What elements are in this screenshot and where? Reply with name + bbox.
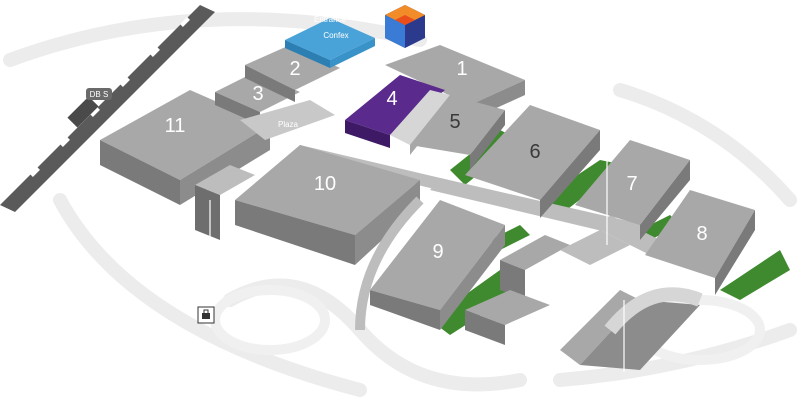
railway xyxy=(0,5,215,212)
location-pins xyxy=(209,125,625,372)
connector-building xyxy=(195,165,255,240)
hall-label-11: 11 xyxy=(165,115,186,137)
hall-4[interactable]: 4 xyxy=(345,75,445,148)
curved-walkway xyxy=(604,287,703,335)
entrance-confex-building[interactable]: Entrance Confex xyxy=(285,15,375,68)
hall-label-6: 6 xyxy=(529,141,540,163)
hall-6[interactable]: 6 xyxy=(465,105,600,218)
hall-label-4: 4 xyxy=(386,88,397,110)
hall-3[interactable]: 3 xyxy=(215,72,300,125)
hall-label-3: 3 xyxy=(252,83,263,105)
svg-text:DB S: DB S xyxy=(90,90,109,99)
hall-label-1: 1 xyxy=(456,58,467,80)
hall-label-9: 9 xyxy=(432,241,443,263)
hall-label-7: 7 xyxy=(626,173,637,195)
train-station-platform xyxy=(67,96,99,128)
hall-8[interactable]: 8 xyxy=(645,190,755,295)
access-ramp xyxy=(355,196,424,331)
hall-7[interactable]: 7 xyxy=(575,140,690,240)
southern-buildings xyxy=(465,230,700,370)
hall-10[interactable]: 10 xyxy=(235,145,420,265)
plaza-label: Plaza xyxy=(278,120,299,129)
hall-9[interactable]: 9 xyxy=(370,200,505,330)
parking-icon[interactable] xyxy=(197,306,215,324)
hall-label-8: 8 xyxy=(696,223,707,245)
plaza: Plaza xyxy=(240,100,335,140)
hall-2[interactable]: 2 xyxy=(245,45,340,102)
hall-label-10: 10 xyxy=(314,173,336,195)
hall-label-5: 5 xyxy=(449,111,460,133)
hall-label-2: 2 xyxy=(289,58,300,80)
train-badge: DB S xyxy=(86,88,112,100)
hall-5[interactable]: 5 xyxy=(410,95,505,170)
entrance-label: Entrance xyxy=(314,15,347,24)
confex-label: Confex xyxy=(323,31,348,40)
